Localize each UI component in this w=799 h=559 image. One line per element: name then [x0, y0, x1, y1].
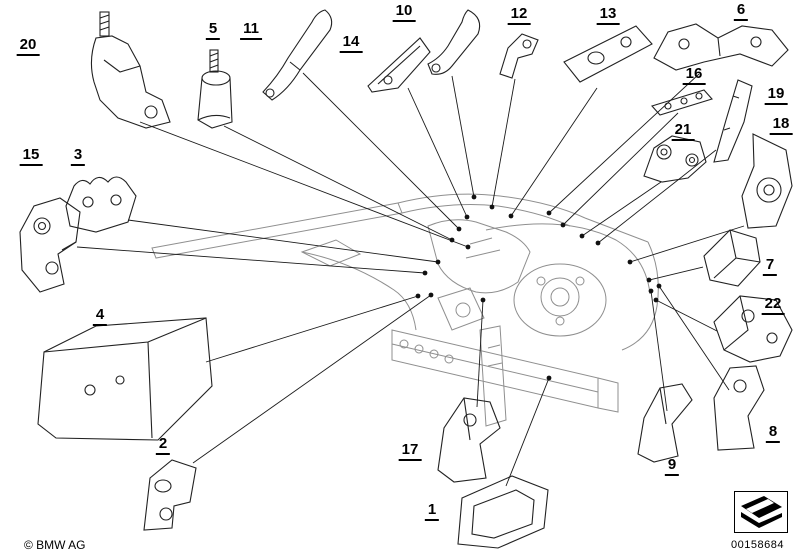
- part-sketch-8: [713, 365, 765, 451]
- leader-line-15: [76, 246, 426, 274]
- part-sketch-12: [499, 33, 539, 79]
- callout-21[interactable]: 21: [671, 122, 695, 141]
- callout-1[interactable]: 1: [424, 502, 440, 521]
- part-sketch-1: [457, 475, 549, 549]
- callout-10[interactable]: 10: [392, 3, 416, 22]
- part-sketch-2: [143, 459, 197, 531]
- copyright-text: © BMW AG: [24, 538, 86, 552]
- leader-line-8: [658, 285, 730, 391]
- callout-17[interactable]: 17: [398, 442, 422, 461]
- part-sketch-16: [651, 89, 713, 116]
- leader-line-19: [597, 149, 717, 244]
- part-sketch-17: [437, 397, 501, 483]
- leader-line-9: [650, 290, 668, 412]
- callout-14[interactable]: 14: [339, 34, 363, 53]
- part-sketch-7: [703, 229, 761, 287]
- leader-line-21: [581, 181, 662, 237]
- callout-12[interactable]: 12: [507, 6, 531, 25]
- leader-line-7: [648, 266, 704, 281]
- image-number: 00158684: [731, 539, 784, 551]
- part-sketch-4: [37, 317, 213, 441]
- part-sketch-20: [90, 11, 171, 129]
- part-category-thumbnail[interactable]: [734, 491, 788, 533]
- leader-line-2: [192, 294, 432, 464]
- callout-15[interactable]: 15: [19, 147, 43, 166]
- leader-dots: [415, 194, 662, 381]
- leader-line-10: [451, 75, 475, 198]
- callout-19[interactable]: 19: [764, 86, 788, 105]
- leader-line-16: [562, 112, 679, 226]
- leader-line-3: [127, 219, 439, 263]
- callout-7[interactable]: 7: [762, 257, 778, 276]
- leader-line-12: [491, 78, 516, 208]
- callout-9[interactable]: 9: [664, 457, 680, 476]
- part-sketch-9: [637, 383, 693, 463]
- callout-16[interactable]: 16: [682, 66, 706, 85]
- part-sketch-6: [653, 23, 789, 71]
- part-sketch-3: [65, 176, 137, 233]
- leader-line-5: [223, 125, 453, 241]
- part-sketch-21: [643, 135, 707, 183]
- leader-line-1: [505, 377, 550, 487]
- callout-3[interactable]: 3: [70, 147, 86, 166]
- callout-13[interactable]: 13: [596, 6, 620, 25]
- callout-22[interactable]: 22: [761, 296, 785, 315]
- part-sketch-5: [197, 49, 233, 129]
- leader-line-17: [476, 299, 484, 408]
- part-sketch-11: [262, 9, 333, 101]
- callout-5[interactable]: 5: [205, 21, 221, 40]
- callout-18[interactable]: 18: [769, 116, 793, 135]
- callout-20[interactable]: 20: [16, 37, 40, 56]
- leader-line-4: [205, 295, 419, 363]
- leader-line-20: [139, 121, 469, 248]
- part-sketch-13: [563, 25, 653, 83]
- callout-11[interactable]: 11: [240, 21, 262, 40]
- leader-line-13: [510, 87, 598, 217]
- part-sketch-14: [367, 37, 431, 93]
- leader-lines: [76, 72, 745, 487]
- leader-line-18: [629, 225, 745, 263]
- sheet-metal-part-icon: [741, 496, 782, 528]
- callout-2[interactable]: 2: [155, 436, 171, 455]
- leader-line-22: [655, 299, 718, 332]
- part-sketch-10: [427, 9, 481, 75]
- part-sketch-18: [741, 133, 793, 229]
- leader-line-11: [302, 72, 460, 230]
- callout-6[interactable]: 6: [733, 2, 749, 21]
- callout-8[interactable]: 8: [765, 424, 781, 443]
- body-assembly-sketch: [151, 193, 659, 427]
- leader-line-14: [407, 87, 468, 218]
- leader-line-6: [548, 73, 700, 214]
- callout-4[interactable]: 4: [92, 307, 108, 326]
- part-sketch-22: [713, 295, 793, 363]
- part-sketch-15: [19, 197, 81, 293]
- part-sketch-19: [713, 79, 753, 163]
